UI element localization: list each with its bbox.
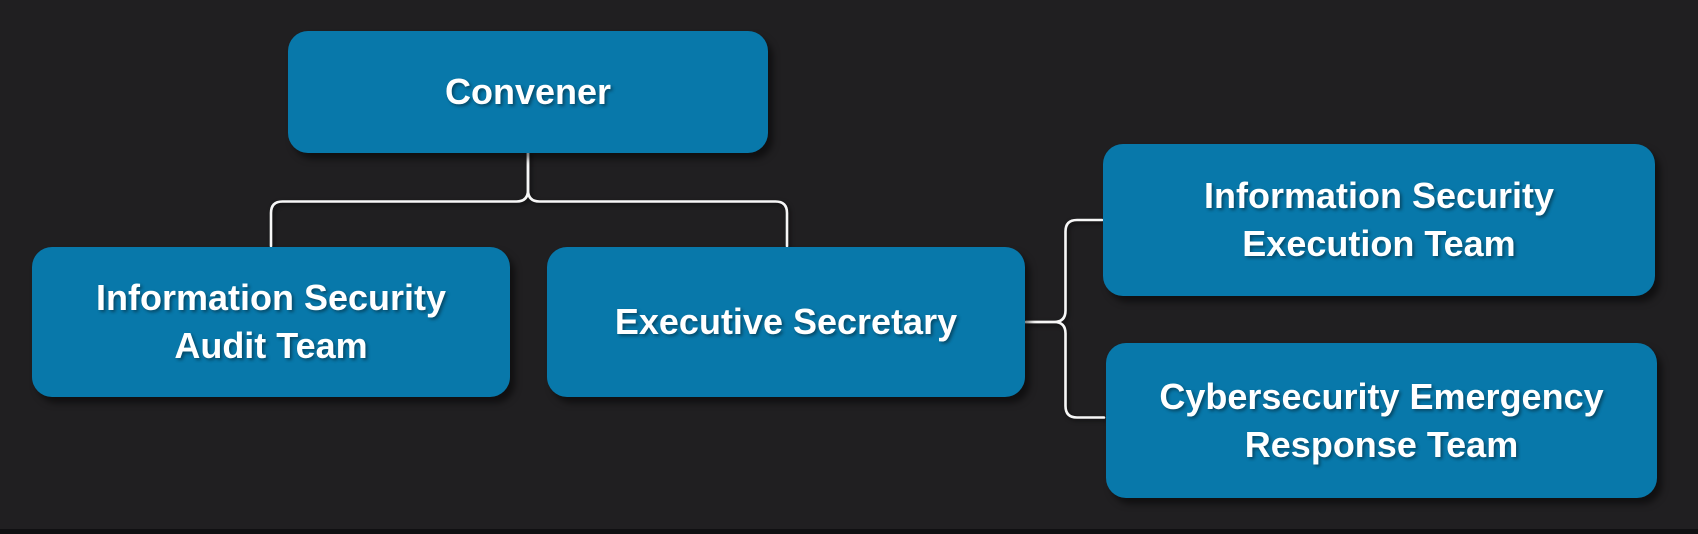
- node-information-security-audit-team[interactable]: Information Security Audit Team: [32, 247, 510, 397]
- node-executive-secretary[interactable]: Executive Secretary: [547, 247, 1025, 397]
- node-convener[interactable]: Convener: [288, 31, 768, 153]
- node-cybersecurity-emergency-response-team[interactable]: Cybersecurity Emergency Response Team: [1106, 343, 1657, 498]
- connector-secretary-to-execution: [1024, 218, 1104, 324]
- node-audit-label: Information Security Audit Team: [95, 277, 447, 366]
- connector-convener-to-audit: [269, 150, 530, 248]
- node-secretary-label: Executive Secretary: [614, 301, 958, 343]
- connector-convener-to-secretary: [526, 150, 789, 248]
- canvas-bottom-edge: [0, 529, 1698, 534]
- node-response-label: Cybersecurity Emergency Response Team: [1159, 375, 1604, 465]
- connector-secretary-to-response: [1024, 320, 1106, 419]
- node-information-security-execution-team[interactable]: Information Security Execution Team: [1103, 144, 1655, 296]
- node-convener-label: Convener: [444, 71, 612, 113]
- node-execution-label: Information Security Execution Team: [1203, 175, 1555, 264]
